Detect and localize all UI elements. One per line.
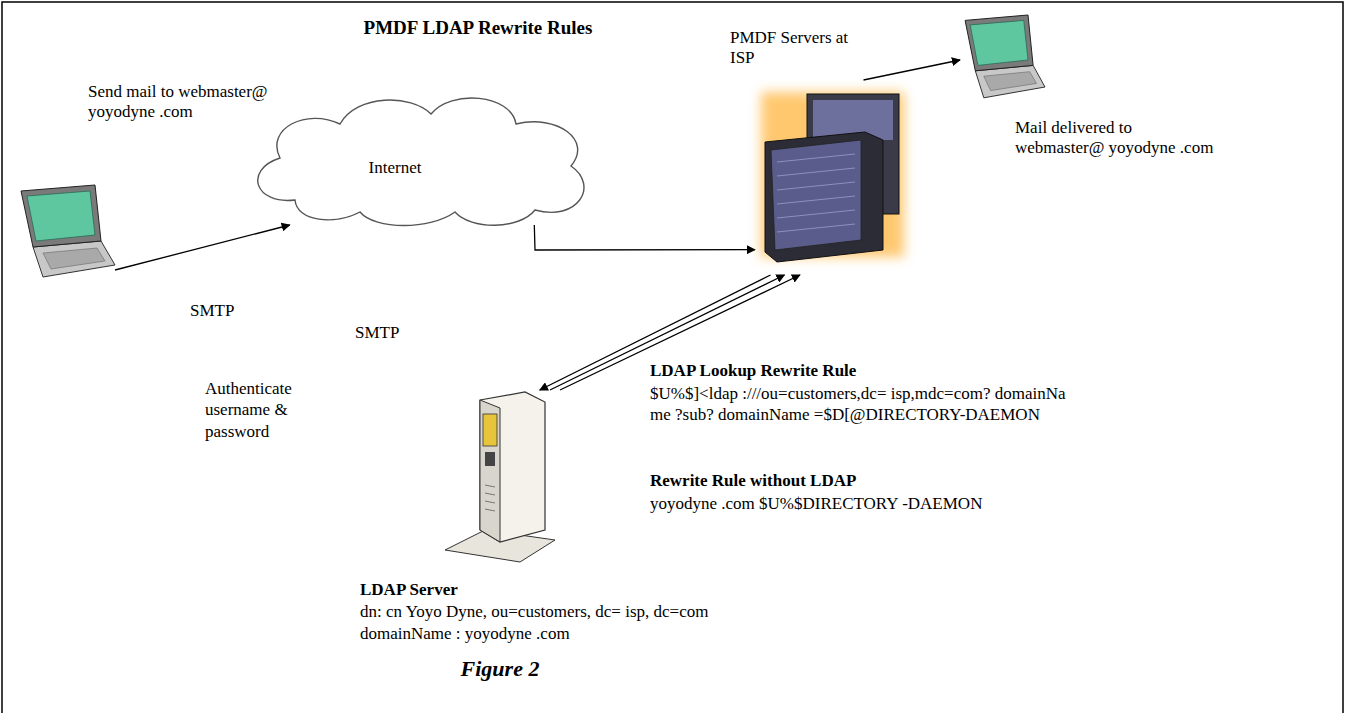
laptop-screen xyxy=(27,191,95,241)
server-slot xyxy=(777,210,855,218)
process-note: Authenticate username & password xyxy=(205,378,315,442)
node-detail: domainName : yoyodyne .com xyxy=(360,624,760,644)
tower-front xyxy=(480,400,500,542)
tower-vent xyxy=(485,509,495,511)
laptop-screen-frame xyxy=(21,185,101,247)
servers-icon xyxy=(755,80,910,275)
tower-vent xyxy=(485,493,495,495)
figure-caption: Figure 2 xyxy=(420,655,580,683)
server-front-panel xyxy=(771,140,861,250)
rewrite-rule: $U%$]<ldap :///ou=customers,dc= isp,mdc=… xyxy=(650,383,1070,426)
rule-heading: Rewrite Rule without LDAP xyxy=(650,470,1070,491)
tower-vent xyxy=(485,501,495,503)
flow-arrow xyxy=(534,225,755,250)
tower-drive xyxy=(485,452,495,466)
laptop-screen xyxy=(970,20,1028,65)
tower-bay xyxy=(483,414,497,446)
tower-icon xyxy=(425,390,560,565)
protocol-label: SMTP xyxy=(190,300,234,321)
node-detail: dn: cn Yoyo Dyne, ou=customers, dc= isp,… xyxy=(360,602,820,622)
server-slot xyxy=(777,154,855,162)
cloud-icon xyxy=(235,90,600,225)
pmdf-servers: PMDF Servers at ISP xyxy=(755,80,910,275)
sender-laptop: Send mail to webmaster@ yoyodyne .com xyxy=(15,185,115,285)
laptop-icon xyxy=(960,15,1045,105)
diagram-title: PMDF LDAP Rewrite Rules xyxy=(300,16,656,40)
rule-heading: LDAP Lookup Rewrite Rule xyxy=(650,360,1070,381)
laptop-keyboard xyxy=(984,72,1037,91)
node-label: Internet xyxy=(340,158,450,178)
node-label: LDAP Server xyxy=(360,580,660,600)
recipient-laptop: Mail delivered to webmaster@ yoyodyne .c… xyxy=(960,15,1045,105)
laptop-keyboard xyxy=(43,248,105,269)
server-slot xyxy=(777,224,855,232)
laptop-screen-frame xyxy=(965,15,1033,71)
node-label: Mail delivered to webmaster@ yoyodyne .c… xyxy=(1015,118,1220,159)
protocol-label: SMTP xyxy=(355,322,399,343)
node-label: PMDF Servers at ISP xyxy=(730,28,865,69)
ldap-server: LDAP Serverdn: cn Yoyo Dyne, ou=customer… xyxy=(425,390,560,565)
server-slot xyxy=(777,168,855,176)
server-slot xyxy=(777,182,855,190)
server-front xyxy=(765,132,883,262)
cloud-outline xyxy=(258,98,584,226)
tower-body xyxy=(480,392,545,542)
node-label: Send mail to webmaster@ yoyodyne .com xyxy=(88,82,293,123)
laptop-icon xyxy=(15,185,115,285)
rewrite-rule: yoyodyne .com $U%$DIRECTORY -DAEMON xyxy=(650,493,1070,514)
server-slot xyxy=(777,196,855,204)
flow-arrow xyxy=(115,225,290,270)
tower-vent xyxy=(485,485,495,487)
flow-arrow xyxy=(864,60,961,80)
internet-cloud: Internet xyxy=(235,90,600,225)
